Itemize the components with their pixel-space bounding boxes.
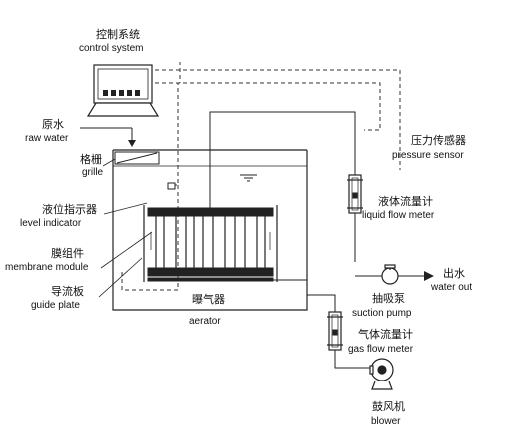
label-membrane-module-en: membrane module [5, 262, 89, 273]
suction-pump-icon [381, 264, 399, 285]
gas-flow-meter-icon [327, 311, 343, 351]
label-membrane-module-zh: 膜组件 [51, 246, 84, 260]
label-aerator-zh: 曝气器 [192, 292, 225, 306]
label-suction-pump-zh: 抽吸泵 [372, 291, 405, 305]
label-pressure-sensor-zh: 压力传感器 [411, 134, 466, 147]
label-liquid-flow-meter-en: liquid flow meter [362, 210, 435, 221]
label-control-system-en: control system [79, 43, 143, 54]
label-suction-pump-en: suction pump [352, 308, 412, 319]
membrane-fibers [155, 216, 266, 268]
label-blower-en: blower [371, 416, 401, 427]
label-leaders [98, 158, 153, 298]
control-computer-icon [86, 64, 160, 117]
label-gas-flow-meter-en: gas flow meter [348, 344, 414, 355]
label-raw-water-en: raw water [25, 133, 69, 144]
label-grille-en: grille [82, 167, 104, 178]
grille [114, 151, 160, 165]
permeate-pipe [209, 111, 425, 277]
blower-icon [369, 358, 394, 390]
water-out-arrow [424, 271, 434, 281]
membrane-module [143, 205, 307, 282]
air-supply-pipe [307, 294, 372, 369]
label-water-out-en: water out [430, 282, 472, 293]
liquid-flow-meter-icon [347, 174, 363, 214]
label-liquid-flow-meter-zh: 液体流量计 [378, 194, 433, 208]
label-aerator-en: aerator [189, 316, 221, 327]
label-control-system-zh: 控制系统 [96, 27, 140, 41]
label-level-indicator-zh: 液位指示器 [42, 202, 97, 216]
label-grille-zh: 格栅 [80, 152, 102, 166]
label-water-out-zh: 出水 [443, 266, 465, 280]
label-guide-plate-en: guide plate [31, 300, 80, 311]
aerator-bar [147, 277, 274, 282]
label-raw-water-zh: 原水 [42, 118, 64, 131]
label-pressure-sensor-en: pressure sensor [392, 150, 464, 161]
label-level-indicator-en: level indicator [20, 218, 82, 229]
raw-water-inlet-arrow [80, 127, 136, 147]
label-gas-flow-meter-zh: 气体流量计 [358, 327, 413, 341]
water-level-indicator [167, 174, 257, 190]
label-blower-zh: 鼓风机 [372, 399, 405, 413]
label-guide-plate-zh: 导流板 [51, 284, 84, 298]
